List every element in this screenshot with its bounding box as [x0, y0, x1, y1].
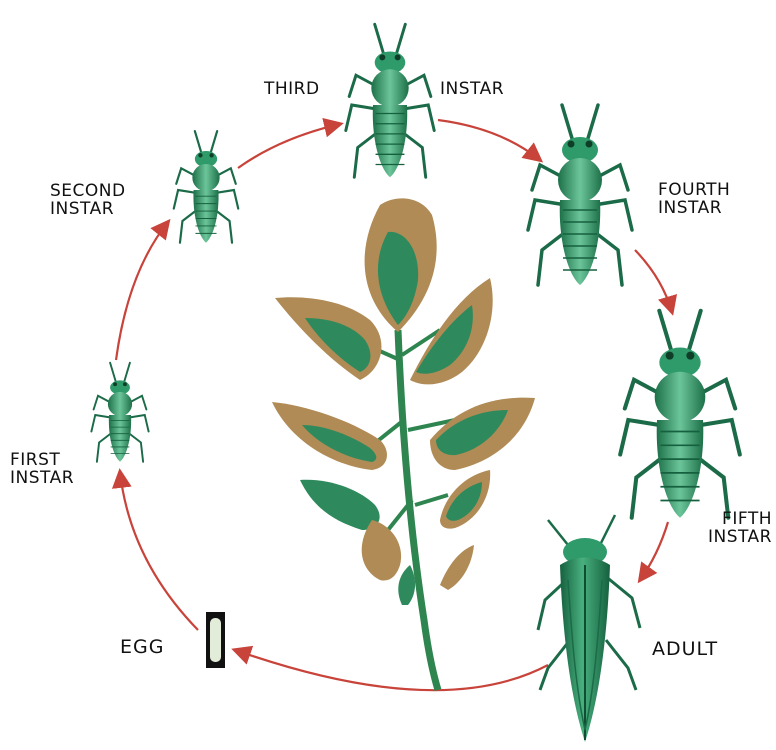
arrow-third-to-fourth [438, 120, 540, 160]
label-third-instar-word2: INSTAR [440, 80, 504, 98]
label-first-instar-line1: FIRST [10, 451, 74, 469]
label-fourth-instar-line1: FOURTH [658, 181, 730, 199]
fourth-instar-nymph [528, 105, 632, 285]
label-egg: EGG [120, 638, 164, 656]
arrow-second-to-third [238, 124, 340, 168]
label-fifth-instar-line1: FIFTH [686, 510, 772, 528]
arrow-egg-to-first [120, 472, 198, 630]
label-second-instar-line2: INSTAR [50, 200, 126, 218]
label-first-instar-line2: INSTAR [10, 469, 74, 487]
arrow-fifth-to-adult [640, 522, 668, 580]
label-first-instar: FIRST INSTAR [10, 451, 74, 487]
second-instar-nymph [174, 131, 238, 243]
arrow-first-to-second [116, 222, 168, 360]
label-adult: ADULT [652, 640, 718, 658]
fifth-instar-nymph [620, 311, 740, 518]
egg-illustration [206, 612, 225, 668]
adult-leafhopper-illustration [538, 515, 640, 742]
third-instar-nymph [346, 24, 434, 177]
label-second-instar-line1: SECOND [50, 182, 126, 200]
label-fifth-instar: FIFTH INSTAR [686, 510, 772, 546]
label-fifth-instar-line2: INSTAR [686, 528, 772, 546]
potato-plant-illustration [272, 198, 535, 690]
arrow-fourth-to-fifth [635, 250, 672, 312]
label-third-instar-word1: THIRD [264, 80, 320, 98]
arrow-adult-to-egg [235, 650, 548, 690]
label-second-instar: SECOND INSTAR [50, 182, 126, 218]
label-fourth-instar-line2: INSTAR [658, 199, 730, 217]
label-fourth-instar: FOURTH INSTAR [658, 181, 730, 217]
first-instar-nymph [91, 363, 148, 462]
